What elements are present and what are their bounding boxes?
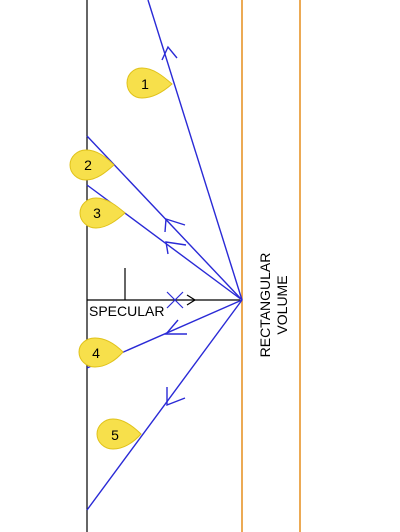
ray-1-arrowhead	[161, 45, 178, 61]
ray-4-arrowhead	[164, 319, 187, 335]
ray-3-arrowhead	[165, 241, 187, 255]
specular-label: SPECULAR	[89, 303, 164, 319]
ray-1-callout: 1	[126, 67, 173, 99]
ray-3-callout-shape	[79, 197, 126, 229]
ray-4-callout: 4	[78, 337, 124, 368]
ray-5-callout: 5	[96, 418, 142, 450]
ray-1	[147, 0, 243, 301]
ray-4-label: 4	[92, 345, 100, 361]
ray-1-label: 1	[141, 76, 149, 92]
ray-2-label: 2	[84, 157, 92, 173]
ray-1-callout-shape	[126, 67, 173, 99]
volume-label: RECTANGULAR VOLUME	[257, 253, 290, 358]
ray-3-callout: 3	[79, 197, 126, 229]
ray-5	[86, 299, 243, 511]
ray-2-callout-shape	[69, 149, 115, 181]
ray-2-callout: 2	[69, 149, 115, 181]
volume-label-line2: VOLUME	[274, 275, 290, 334]
volume-label-line1: RECTANGULAR	[257, 253, 273, 358]
ray-4-callout-shape	[78, 337, 124, 368]
specular-cross-mark	[166, 291, 184, 309]
ray-3-label: 3	[93, 205, 101, 221]
specular-arrow	[87, 291, 240, 309]
ray-5-callout-shape	[96, 418, 142, 450]
specular-arrowhead	[186, 294, 197, 306]
ray-5-arrowhead	[166, 387, 186, 407]
ray-5-label: 5	[111, 427, 119, 443]
ray-2-arrowhead	[164, 218, 186, 233]
